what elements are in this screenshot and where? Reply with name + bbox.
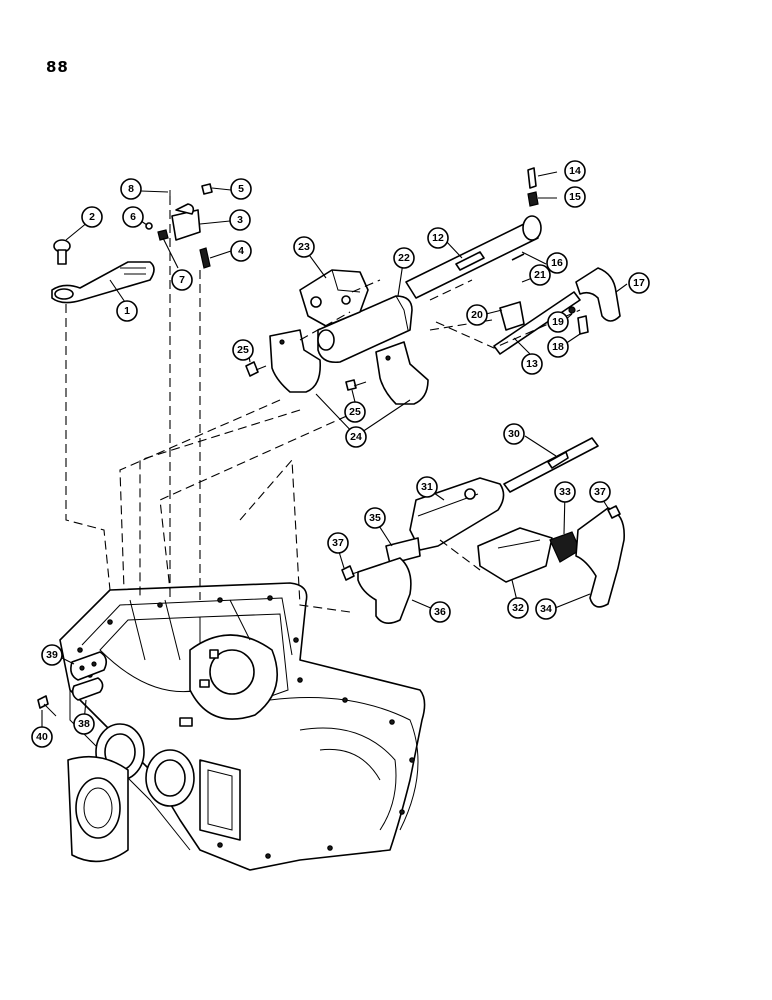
svg-text:31: 31 <box>421 481 433 493</box>
svg-text:16: 16 <box>551 257 563 269</box>
callout-40: 40 <box>31 726 53 748</box>
support-31 <box>409 477 505 551</box>
svg-text:8: 8 <box>128 183 134 195</box>
callout-34: 34 <box>535 598 557 620</box>
callout-15: 15 <box>564 186 586 208</box>
knob-2 <box>53 239 71 265</box>
svg-text:40: 40 <box>36 731 48 743</box>
callout-30: 30 <box>503 423 525 445</box>
svg-text:23: 23 <box>298 241 310 253</box>
callout-31: 31 <box>416 476 438 498</box>
bolts-25 <box>245 361 367 391</box>
callout-25-center: 25 <box>344 401 366 423</box>
transmission-housing <box>59 582 426 871</box>
svg-text:22: 22 <box>398 252 410 264</box>
callout-25-left: 25 <box>232 339 254 361</box>
detent-33 <box>549 531 581 563</box>
svg-text:30: 30 <box>508 428 520 440</box>
svg-text:25: 25 <box>237 344 249 356</box>
fork-36 <box>357 557 412 624</box>
svg-text:12: 12 <box>432 232 444 244</box>
svg-text:35: 35 <box>369 512 381 524</box>
callout-21: 21 <box>529 264 551 286</box>
callout-17: 17 <box>628 272 650 294</box>
callout-22: 22 <box>393 247 415 269</box>
callout-33: 33 <box>554 481 576 503</box>
shift-rail-12 <box>405 215 542 299</box>
svg-text:39: 39 <box>46 649 58 661</box>
rail-support-22 <box>317 295 413 364</box>
small-parts-right <box>511 253 589 335</box>
shift-block-23 <box>299 269 369 327</box>
bearing-retainer-plate <box>67 755 129 863</box>
svg-text:34: 34 <box>540 603 552 615</box>
callout-18: 18 <box>547 336 569 358</box>
svg-text:19: 19 <box>552 316 564 328</box>
svg-text:15: 15 <box>569 191 581 203</box>
svg-text:5: 5 <box>238 183 244 195</box>
shift-lever-1 <box>51 261 155 304</box>
svg-text:24: 24 <box>350 431 362 443</box>
callout-23: 23 <box>293 236 315 258</box>
callout-37-left: 37 <box>327 532 349 554</box>
svg-text:20: 20 <box>471 309 483 321</box>
svg-text:37: 37 <box>594 486 606 498</box>
guide-3 <box>171 203 201 241</box>
bracket-32 <box>477 527 553 583</box>
callout-20: 20 <box>466 304 488 326</box>
shift-fork-17 <box>575 267 621 322</box>
svg-text:33: 33 <box>559 486 571 498</box>
svg-text:37: 37 <box>332 537 344 549</box>
page-number: 88 <box>46 58 69 76</box>
svg-text:7: 7 <box>179 274 185 286</box>
callout-14: 14 <box>564 160 586 182</box>
callout-13: 13 <box>521 353 543 375</box>
callout-4: 4 <box>230 240 252 262</box>
callout-7: 7 <box>171 269 193 291</box>
bolts-37 <box>341 505 621 581</box>
svg-text:32: 32 <box>512 602 524 614</box>
rail-pins-14-15 <box>527 167 539 207</box>
callout-16: 16 <box>546 252 568 274</box>
svg-text:3: 3 <box>237 214 243 226</box>
callout-32: 32 <box>507 597 529 619</box>
callout-38: 38 <box>73 713 95 735</box>
svg-text:1: 1 <box>124 305 130 317</box>
callout-6: 6 <box>122 206 144 228</box>
callout-24: 24 <box>345 426 367 448</box>
svg-text:38: 38 <box>78 718 90 730</box>
callout-3: 3 <box>229 209 251 231</box>
svg-text:25: 25 <box>349 406 361 418</box>
svg-text:13: 13 <box>526 358 538 370</box>
callout-2: 2 <box>81 206 103 228</box>
svg-text:6: 6 <box>130 211 136 223</box>
callout-35: 35 <box>364 507 386 529</box>
svg-text:4: 4 <box>238 245 244 257</box>
callout-39: 39 <box>41 644 63 666</box>
plate-35 <box>385 537 421 565</box>
small-parts-upper <box>145 183 213 269</box>
callout-19: 19 <box>547 311 569 333</box>
svg-text:14: 14 <box>569 165 581 177</box>
fork-34 <box>575 507 625 608</box>
svg-text:17: 17 <box>633 277 645 289</box>
dashed-assembly-lines <box>65 196 581 613</box>
shift-rail-30 <box>503 437 599 493</box>
bracket-24-right <box>375 341 429 405</box>
bracket-24-left <box>269 329 322 393</box>
callout-12: 12 <box>427 227 449 249</box>
svg-text:36: 36 <box>434 606 446 618</box>
callout-5: 5 <box>230 178 252 200</box>
svg-text:21: 21 <box>534 269 546 281</box>
svg-text:2: 2 <box>89 211 95 223</box>
callout-1: 1 <box>116 300 138 322</box>
cover-plate <box>70 651 108 701</box>
callout-36: 36 <box>429 601 451 623</box>
callout-37-right: 37 <box>589 481 611 503</box>
callout-8: 8 <box>120 178 142 200</box>
cap-screw-40 <box>37 695 57 717</box>
svg-text:18: 18 <box>552 341 564 353</box>
